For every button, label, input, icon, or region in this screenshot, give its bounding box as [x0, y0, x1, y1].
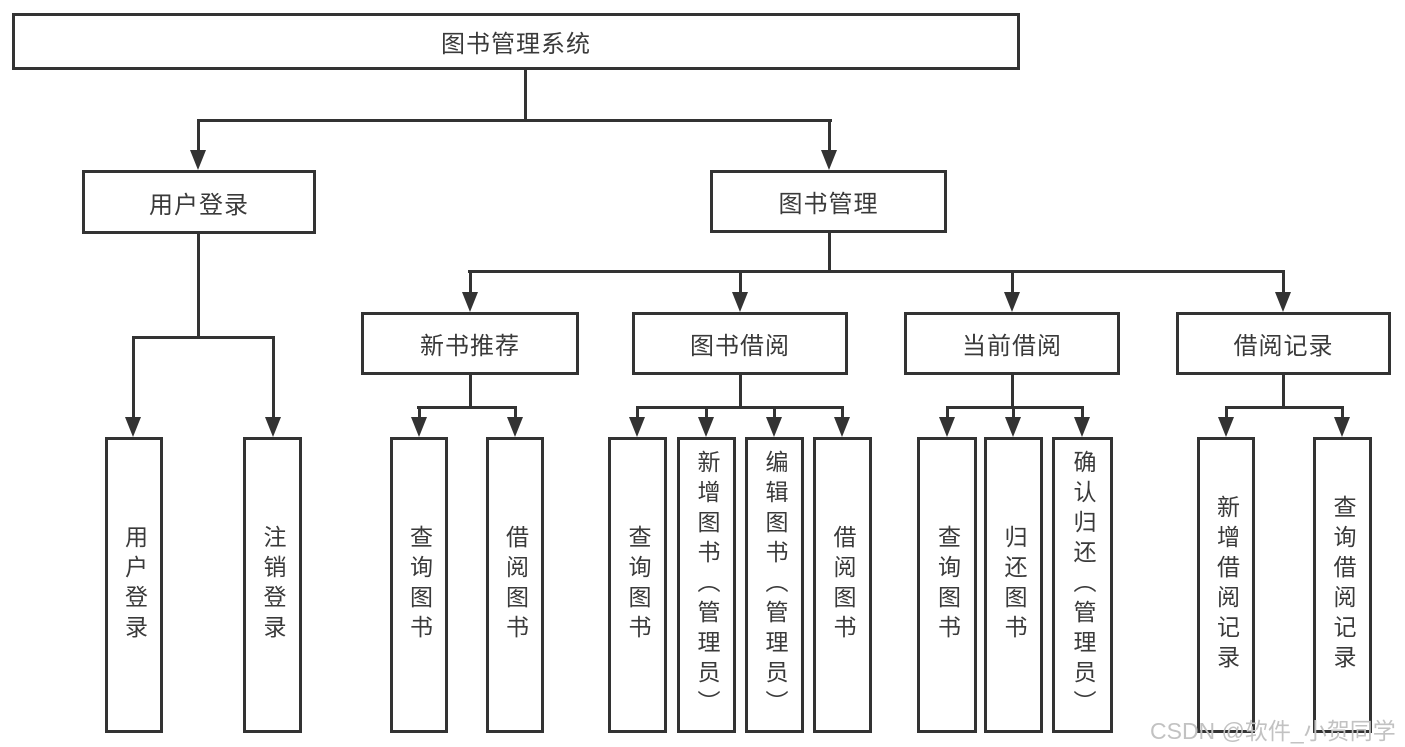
node-book-borrow-label: 图书借阅	[690, 333, 790, 360]
arrow-down-icon	[1004, 292, 1020, 312]
leaf-return-books-label: 归还图书	[1001, 525, 1027, 645]
node-current-borrow: 当前借阅	[904, 312, 1120, 375]
leaf-borrow-query-books-label: 查询图书	[625, 525, 651, 645]
node-user-login-label: 用户登录	[149, 191, 249, 219]
connector-line	[739, 270, 742, 294]
connector-line	[197, 119, 200, 152]
leaf-confirm-return-admin-label: 确认归还（管理员）	[1070, 450, 1096, 720]
node-borrow-records-label: 借阅记录	[1233, 333, 1334, 360]
node-book-management: 图书管理	[710, 170, 947, 233]
node-library-system-label: 图书管理系统	[441, 31, 591, 58]
connector-line	[1225, 406, 1343, 409]
leaf-confirm-return-admin: 确认归还（管理员）	[1052, 437, 1113, 733]
leaf-current-query-books: 查询图书	[917, 437, 977, 733]
node-new-book-recommend: 新书推荐	[361, 312, 579, 375]
arrow-down-icon	[821, 150, 837, 170]
arrow-down-icon	[411, 417, 427, 437]
node-borrow-records: 借阅记录	[1176, 312, 1391, 375]
leaf-borrow-books: 借阅图书	[813, 437, 872, 733]
connector-line	[132, 336, 135, 419]
connector-line	[828, 119, 831, 152]
arrow-down-icon	[125, 417, 141, 437]
connector-line	[828, 233, 831, 272]
leaf-recommend-query-books: 查询图书	[390, 437, 448, 733]
connector-line	[636, 406, 639, 419]
leaf-add-borrow-record-label: 新增借阅记录	[1213, 495, 1240, 675]
connector-line	[1081, 406, 1084, 419]
connector-line	[946, 406, 949, 419]
leaf-recommend-borrow-books-label: 借阅图书	[502, 525, 529, 645]
leaf-recommend-borrow-books: 借阅图书	[486, 437, 544, 733]
arrow-down-icon	[834, 417, 850, 437]
node-user-login: 用户登录	[82, 170, 316, 234]
leaf-user-login: 用户登录	[105, 437, 163, 733]
connector-line	[1282, 375, 1285, 408]
leaf-query-borrow-record-label: 查询借阅记录	[1330, 495, 1356, 675]
connector-line	[636, 406, 844, 409]
connector-line	[1341, 406, 1344, 419]
connector-line	[841, 406, 844, 419]
arrow-down-icon	[1334, 417, 1350, 437]
connector-line	[469, 270, 472, 294]
connector-line	[705, 406, 708, 419]
leaf-borrow-query-books: 查询图书	[608, 437, 667, 733]
arrow-down-icon	[732, 292, 748, 312]
connector-line	[1011, 375, 1014, 408]
arrow-down-icon	[462, 292, 478, 312]
connector-line	[272, 336, 275, 419]
node-new-book-recommend-label: 新书推荐	[420, 333, 520, 360]
arrow-down-icon	[698, 417, 714, 437]
connector-line	[524, 70, 527, 122]
leaf-add-books-admin-label: 新增图书（管理员）	[694, 450, 720, 720]
node-book-management-label: 图书管理	[778, 191, 879, 218]
leaf-recommend-query-books-label: 查询图书	[406, 525, 433, 645]
node-library-system: 图书管理系统	[12, 13, 1020, 70]
arrow-down-icon	[190, 150, 206, 170]
arrow-down-icon	[629, 417, 645, 437]
arrow-down-icon	[1275, 292, 1291, 312]
connector-line	[417, 406, 517, 409]
arrow-down-icon	[1218, 417, 1234, 437]
connector-line	[514, 406, 517, 419]
arrow-down-icon	[265, 417, 281, 437]
connector-line	[739, 375, 742, 408]
leaf-logout: 注销登录	[243, 437, 302, 733]
arrow-down-icon	[766, 417, 782, 437]
leaf-query-borrow-record: 查询借阅记录	[1313, 437, 1372, 733]
connector-line	[1282, 270, 1285, 294]
connector-line	[197, 119, 832, 122]
leaf-logout-label: 注销登录	[260, 525, 286, 645]
arrow-down-icon	[1074, 417, 1090, 437]
leaf-edit-books-admin: 编辑图书（管理员）	[745, 437, 804, 733]
connector-line	[132, 336, 275, 339]
arrow-down-icon	[507, 417, 523, 437]
leaf-borrow-books-label: 借阅图书	[830, 525, 856, 645]
node-book-borrow: 图书借阅	[632, 312, 848, 375]
leaf-current-query-books-label: 查询图书	[934, 525, 961, 645]
connector-line	[468, 270, 1285, 273]
connector-line	[469, 375, 472, 408]
leaf-add-books-admin: 新增图书（管理员）	[677, 437, 736, 733]
leaf-edit-books-admin-label: 编辑图书（管理员）	[762, 450, 788, 720]
node-current-borrow-label: 当前借阅	[962, 333, 1062, 360]
connector-line	[418, 406, 421, 419]
connector-line	[773, 406, 776, 419]
leaf-return-books: 归还图书	[984, 437, 1043, 733]
connector-line	[1011, 270, 1014, 294]
connector-line	[197, 234, 200, 338]
arrow-down-icon	[939, 417, 955, 437]
arrow-down-icon	[1005, 417, 1021, 437]
leaf-user-login-label: 用户登录	[121, 525, 148, 645]
connector-line	[1012, 406, 1015, 419]
connector-line	[1225, 406, 1228, 419]
leaf-add-borrow-record: 新增借阅记录	[1197, 437, 1255, 733]
csdn-watermark: CSDN @软件_小贺同学	[1150, 718, 1396, 744]
